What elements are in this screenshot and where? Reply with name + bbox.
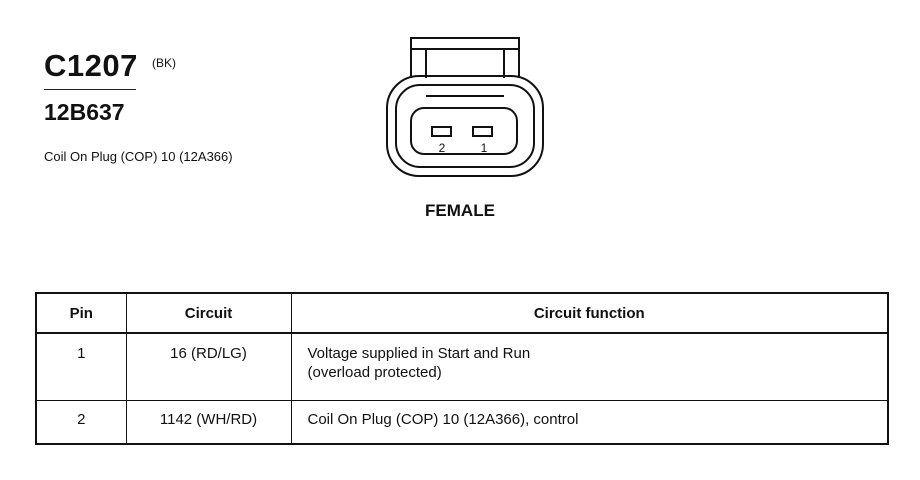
pin-label-2: 2 <box>439 141 446 155</box>
connector-gender-label: FEMALE <box>425 201 495 220</box>
pin-cell: 1 <box>35 332 127 401</box>
pin-label-1: 1 <box>481 141 488 155</box>
function-line: (overload protected) <box>307 363 442 381</box>
pin-table: Pin Circuit Circuit function 1 16 (RD/LG… <box>35 292 889 445</box>
function-line: Coil On Plug (COP) 10 (12A366), control <box>307 411 579 428</box>
connector-color: (BK) <box>152 56 176 70</box>
header-circuit-function: Circuit function <box>290 292 889 334</box>
function-line: Voltage supplied in Start and Run <box>307 345 531 362</box>
title-rule <box>44 89 136 90</box>
circuit-function-cell: Voltage supplied in Start and Run (overl… <box>290 332 889 401</box>
connector-description: Coil On Plug (COP) 10 (12A366) <box>44 149 233 164</box>
table-row: 2 1142 (WH/RD) Coil On Plug (COP) 10 (12… <box>35 400 889 445</box>
table-row: 1 16 (RD/LG) Voltage supplied in Start a… <box>35 332 889 401</box>
circuit-cell: 16 (RD/LG) <box>125 332 292 401</box>
connector-face-drawing: 2 1 <box>386 37 544 177</box>
header-pin: Pin <box>35 292 127 334</box>
pin-cell: 2 <box>35 400 127 445</box>
table-header-row: Pin Circuit Circuit function <box>35 292 889 334</box>
header-circuit: Circuit <box>125 292 292 334</box>
part-number: 12B637 <box>44 99 125 125</box>
connector-id: C1207 <box>44 48 138 83</box>
circuit-cell: 1142 (WH/RD) <box>125 400 292 445</box>
circuit-function-cell: Coil On Plug (COP) 10 (12A366), control <box>290 400 889 445</box>
